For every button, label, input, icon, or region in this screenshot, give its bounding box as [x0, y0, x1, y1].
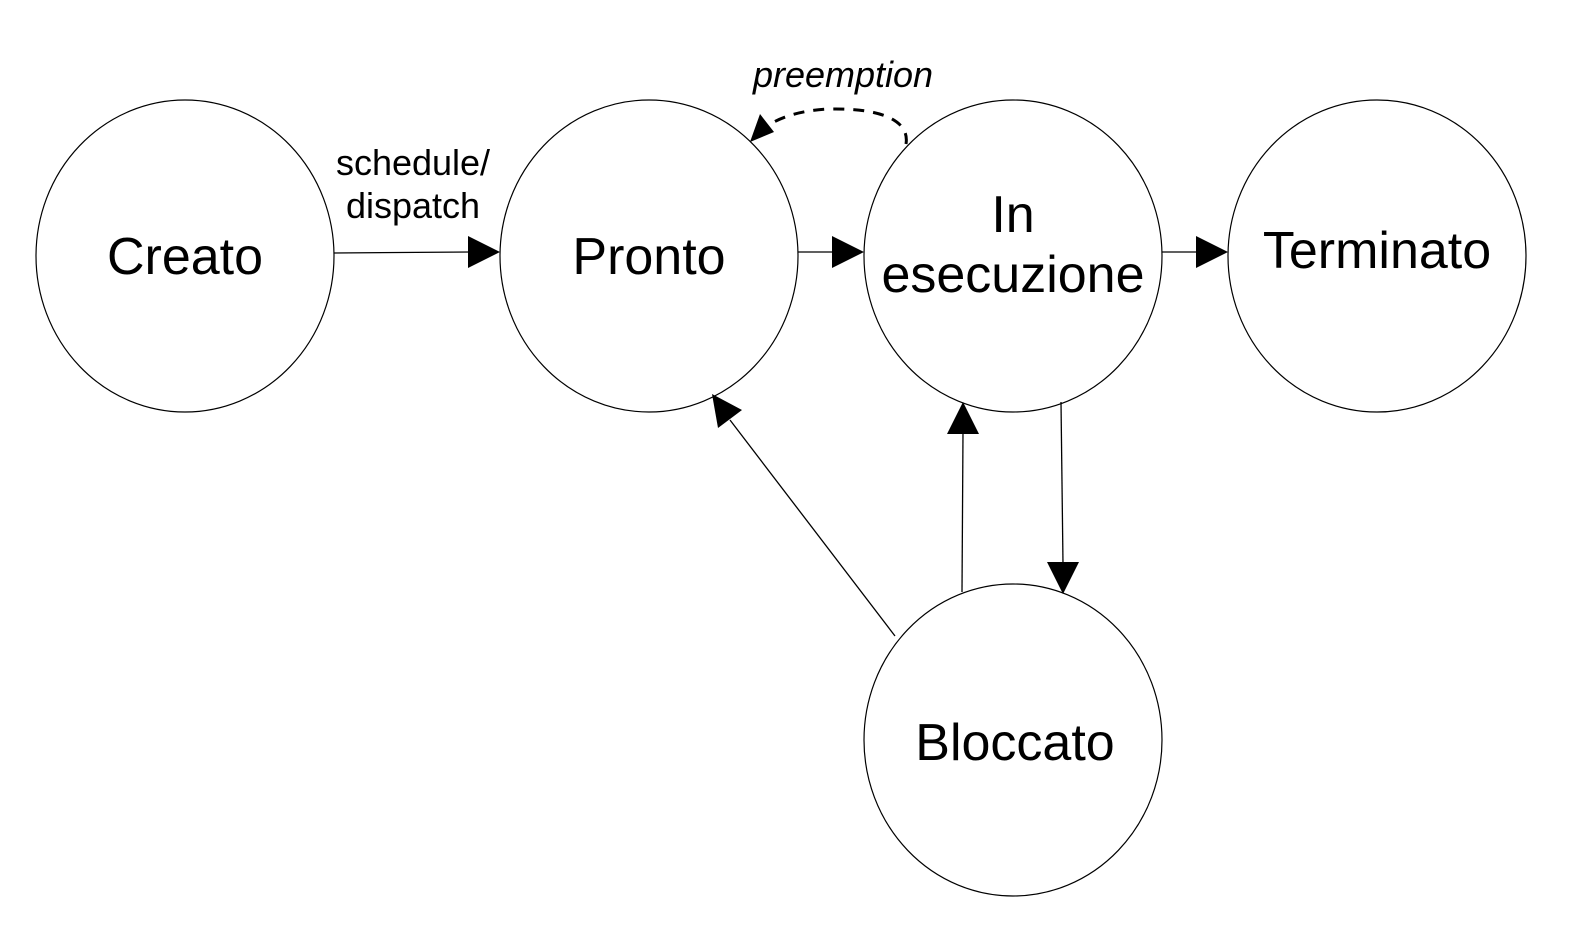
arrowhead-in-esecuzione-to-bloccato	[1047, 562, 1079, 594]
state-pronto-shape	[499, 99, 799, 413]
state-pronto-label: Pronto	[572, 228, 725, 286]
edge-preemption: preemption	[750, 54, 933, 145]
state-terminato-shape	[1227, 99, 1527, 413]
edge-bloccato-to-in-esecuzione-line	[961, 431, 964, 593]
state-in-esecuzione: In esecuzione	[863, 99, 1163, 413]
edge-creato-to-pronto-line	[333, 251, 471, 254]
arrowhead-in-esecuzione-to-terminato	[1196, 236, 1228, 268]
edge-in-esecuzione-to-bloccato-line	[1060, 401, 1064, 565]
state-in-esecuzione-label-line2: esecuzione	[881, 246, 1144, 304]
state-terminato-label: Terminato	[1263, 222, 1491, 280]
edge-pronto-to-in-esecuzione	[798, 236, 864, 268]
edge-label-preemption: preemption	[752, 54, 933, 95]
arrowhead-preemption	[750, 114, 774, 142]
state-in-esecuzione-shape	[863, 99, 1163, 413]
state-bloccato-label: Bloccato	[915, 714, 1114, 772]
arrowhead-creato-to-pronto	[468, 236, 500, 268]
edge-label-schedule: schedule/	[336, 142, 490, 183]
edge-in-esecuzione-to-bloccato	[1047, 401, 1079, 594]
arrowhead-pronto-to-in-esecuzione	[832, 236, 864, 268]
state-in-esecuzione-label-line1: In	[991, 186, 1034, 244]
arrowhead-bloccato-to-pronto	[712, 394, 742, 428]
state-bloccato-shape	[863, 583, 1163, 897]
edge-bloccato-to-pronto	[712, 394, 896, 637]
edge-preemption-line	[765, 107, 908, 145]
edge-in-esecuzione-to-terminato	[1162, 236, 1228, 268]
state-creato: Creato	[35, 99, 335, 413]
edge-label-dispatch: dispatch	[346, 185, 480, 226]
state-creato-shape	[35, 99, 335, 413]
state-pronto: Pronto	[499, 99, 799, 413]
edge-creato-to-pronto: schedule/ dispatch	[333, 142, 500, 268]
edge-bloccato-to-in-esecuzione	[947, 402, 979, 593]
arrowhead-bloccato-to-in-esecuzione	[947, 402, 979, 434]
edge-bloccato-to-pronto-line	[729, 419, 896, 637]
state-terminato: Terminato	[1227, 99, 1527, 413]
state-bloccato: Bloccato	[863, 583, 1163, 897]
state-creato-label: Creato	[107, 228, 263, 286]
